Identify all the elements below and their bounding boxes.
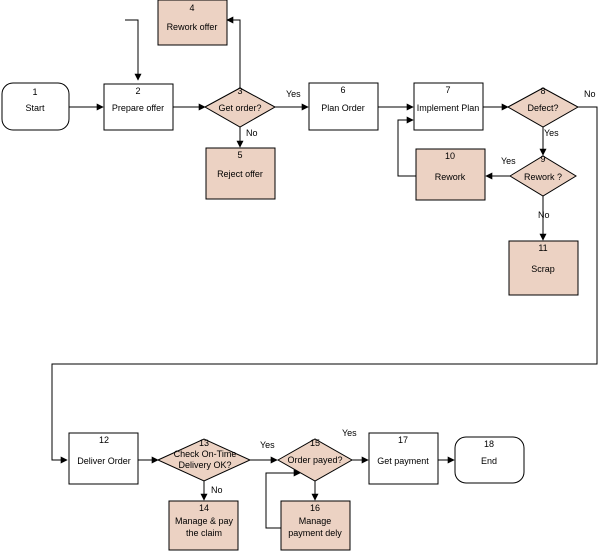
node-label: Start (25, 103, 45, 113)
node-number: 12 (99, 435, 109, 445)
node-label: Prepare offer (112, 103, 164, 113)
node-scrap: 11 Scrap (508, 240, 579, 296)
edge-3-4 (226, 16, 241, 88)
edge-label-n3-no: No (246, 128, 258, 138)
node-label-line1: Manage (299, 516, 332, 526)
node-number: 6 (340, 85, 345, 95)
node-label-line1: Manage & pay (175, 516, 234, 526)
node-defect-decision: 8 Defect? (506, 86, 580, 128)
node-number: 11 (538, 243, 547, 253)
edge-label-n8-no: No (584, 89, 596, 99)
node-number: 14 (199, 503, 209, 513)
node-number: 2 (135, 86, 140, 96)
node-number: 17 (398, 435, 408, 445)
edge-label-n15-yes: Yes (342, 428, 357, 438)
edge-8-12 (51, 106, 598, 464)
node-plan-order: 6 Plan Order (308, 82, 379, 131)
node-label: Scrap (531, 264, 555, 274)
edge-10-7 (397, 116, 416, 177)
node-number: 9 (540, 154, 545, 164)
node-rework-decision: 9 Rework ? (509, 154, 577, 197)
node-number: 1 (32, 87, 37, 97)
edge-label-n3-yes: Yes (286, 89, 301, 99)
node-label-line2: Delivery OK? (178, 460, 231, 470)
node-label: End (481, 456, 497, 466)
node-rework: 10 Rework (415, 148, 486, 201)
node-label: Rework (435, 172, 466, 182)
node-label: Order payed? (287, 455, 342, 465)
node-manage-pay-claim: 14 Manage & pay the claim (168, 500, 239, 551)
node-label-line2: payment dely (288, 528, 342, 538)
node-label: Get order? (218, 103, 261, 113)
node-reject-offer: 5 Reject offer (205, 147, 276, 200)
node-label-line2: the claim (186, 528, 222, 538)
node-number: 7 (445, 85, 450, 95)
node-number: 13 (199, 438, 209, 448)
node-label: Defect? (527, 103, 558, 113)
edge-label-n13-no: No (211, 485, 223, 495)
node-number: 4 (189, 3, 194, 13)
node-start: 1 Start (1, 82, 70, 131)
node-number: 15 (310, 438, 320, 448)
node-label: Plan Order (321, 103, 365, 113)
edge-label-n9-yes: Yes (501, 156, 516, 166)
node-label: Rework offer (167, 22, 218, 32)
node-number: 8 (540, 86, 545, 96)
node-label-line1: Check On-Time (174, 449, 237, 459)
node-number: 16 (310, 503, 320, 513)
node-check-on-time-decision: 13 Check On-Time Delivery OK? (156, 438, 252, 482)
node-deliver-order: 12 Deliver Order (68, 432, 139, 485)
node-end: 18 End (454, 436, 525, 484)
node-order-payed-decision: 15 Order payed? (276, 438, 354, 482)
edge-label-n9-no: No (538, 210, 550, 220)
node-label: Reject offer (217, 169, 263, 179)
edge-label-n13-yes: Yes (260, 440, 275, 450)
node-implement-plan: 7 Implement Plan (413, 82, 484, 131)
node-number: 10 (445, 151, 455, 161)
node-number: 18 (484, 439, 494, 449)
node-label: Rework ? (524, 172, 562, 182)
node-label: Deliver Order (77, 456, 131, 466)
edge-4-2 (125, 19, 142, 81)
node-number: 3 (237, 86, 242, 96)
edge-label-n8-yes: Yes (544, 128, 559, 138)
node-label: Get payment (377, 456, 429, 466)
node-get-payment: 17 Get payment (368, 432, 439, 485)
node-rework-offer: 4 Rework offer (157, 0, 228, 46)
edge-16-15 (265, 469, 301, 529)
node-prepare-offer: 2 Prepare offer (103, 83, 174, 131)
node-label: Implement Plan (417, 103, 480, 113)
node-get-order-decision: 3 Get order? (203, 86, 277, 128)
node-number: 5 (237, 150, 242, 160)
node-manage-payment-delay: 16 Manage payment dely (280, 500, 351, 551)
